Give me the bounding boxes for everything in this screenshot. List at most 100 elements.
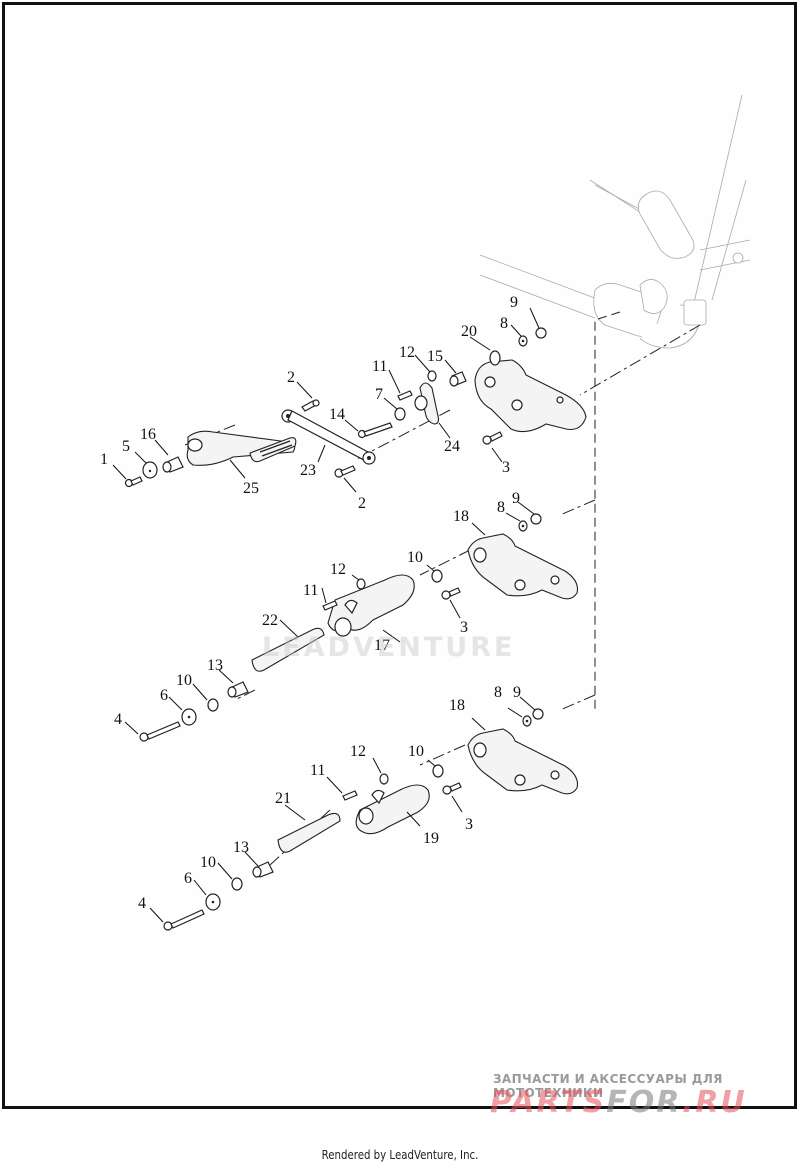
part-19-footboard-mount[interactable] [355,784,430,835]
callout-1[interactable]: 1 [100,451,108,468]
part-1-bolt[interactable] [124,476,143,488]
callout-22[interactable]: 22 [262,612,278,629]
callout-11-bottom[interactable]: 11 [310,762,325,779]
middle-assembly [139,513,579,742]
callout-15[interactable]: 15 [427,348,443,365]
callout-9-bottom[interactable]: 9 [513,684,521,701]
callout-8-middle[interactable]: 8 [497,499,505,516]
callout-labels: 1 5 16 25 2 23 2 14 7 11 12 15 24 20 8 9… [100,294,521,912]
part-12-clip-bottom[interactable] [379,773,389,785]
part-10-oring-middle-right[interactable] [431,569,443,583]
callout-25[interactable]: 25 [243,480,259,497]
callout-16[interactable]: 16 [140,426,156,443]
callout-2-lower[interactable]: 2 [358,495,366,512]
part-8-washer-bottom[interactable] [522,715,532,727]
part-18-bracket-bottom[interactable] [467,728,579,795]
part-2-bolt-upper[interactable] [301,399,320,412]
callout-3-middle[interactable]: 3 [460,619,468,636]
callout-13-middle[interactable]: 13 [207,657,223,674]
alignment-lines [184,311,701,866]
diagram-frame [2,2,797,1109]
callout-8-bottom[interactable]: 8 [494,684,502,701]
part-16-bushing[interactable] [162,456,184,473]
part-17-footpeg-mount[interactable] [327,574,415,637]
callout-23[interactable]: 23 [300,462,316,479]
part-4-bolt-middle[interactable] [139,721,181,742]
callout-7[interactable]: 7 [375,386,383,403]
callout-11-middle[interactable]: 11 [303,582,318,599]
part-23-brake-rod[interactable] [281,409,376,465]
leader-lines [112,307,540,923]
callout-6-bottom[interactable]: 6 [184,870,192,887]
callout-18-middle[interactable]: 18 [453,508,469,525]
part-25-brake-pedal[interactable] [186,430,297,466]
callout-2-upper[interactable]: 2 [287,369,295,386]
part-24-lever[interactable] [414,382,440,425]
partsfor-logo: PARTSFOR.RU [490,1085,747,1120]
part-21-footboard-pad[interactable] [277,812,341,853]
part-8-washer-middle[interactable] [518,520,528,532]
motorcycle-frame-outline [479,94,751,349]
part-11-pin-bottom[interactable] [342,790,358,801]
part-9-nut-bottom[interactable] [532,708,544,720]
part-14-bolt[interactable] [357,422,393,439]
logo-right: .RU [681,1085,747,1120]
part-6-washer-bottom[interactable] [205,893,221,911]
part-13-bushing-bottom[interactable] [252,861,274,878]
part-9-nut[interactable] [535,327,547,339]
callout-11-top[interactable]: 11 [372,358,387,375]
callout-12-middle[interactable]: 12 [330,561,346,578]
part-13-bushing-middle[interactable] [227,681,249,698]
callout-4-middle[interactable]: 4 [114,711,122,728]
logo-left: PARTS [490,1085,607,1120]
part-9-nut-middle[interactable] [530,513,542,525]
callout-5[interactable]: 5 [122,438,130,455]
callout-12-top[interactable]: 12 [399,344,415,361]
part-12-clip-middle[interactable] [356,578,366,590]
callout-24[interactable]: 24 [444,438,460,455]
part-10-oring-bottom-left[interactable] [231,877,243,891]
top-assembly [124,327,587,488]
callout-20[interactable]: 20 [461,323,477,340]
callout-6-middle[interactable]: 6 [160,687,168,704]
part-20-mount-bracket[interactable] [474,350,587,433]
part-11-pin[interactable] [397,390,413,401]
part-10-oring-bottom-right[interactable] [432,764,444,778]
callout-17[interactable]: 17 [374,637,390,654]
callout-10-bottom-left[interactable]: 10 [200,854,216,871]
part-18-bracket-middle[interactable] [467,533,579,600]
leadventure-watermark: LEADVENTURE [262,632,516,663]
callout-14[interactable]: 14 [329,406,345,423]
callout-4-bottom[interactable]: 4 [138,895,146,912]
callout-10-bottom-right[interactable]: 10 [408,743,424,760]
part-11-pin-middle[interactable] [322,600,338,611]
callout-21[interactable]: 21 [275,790,291,807]
part-15-bushing[interactable] [449,371,467,387]
part-5-washer[interactable] [142,461,158,479]
callout-3-top[interactable]: 3 [502,459,510,476]
part-6-washer-middle[interactable] [181,708,197,726]
part-10-oring-middle-left[interactable] [207,698,219,712]
callout-8-top[interactable]: 8 [500,315,508,332]
callout-10-middle-right[interactable]: 10 [407,549,423,566]
callout-13-bottom[interactable]: 13 [233,839,249,856]
part-12-clip[interactable] [427,370,437,382]
part-3-screw-bottom[interactable] [442,782,462,795]
part-4-bolt-bottom[interactable] [163,909,205,931]
part-22-footpeg[interactable] [251,627,325,672]
callout-9-middle[interactable]: 9 [512,490,520,507]
ad-subtitle: ЗАПЧАСТИ И АКСЕССУАРЫ ДЛЯ МОТОТЕХНИКИ [493,1072,723,1100]
callout-12-bottom[interactable]: 12 [350,743,366,760]
callout-18-bottom[interactable]: 18 [449,697,465,714]
part-3-screw-middle[interactable] [441,587,461,600]
callout-3-bottom[interactable]: 3 [465,816,473,833]
part-8-washer[interactable] [518,335,528,347]
callout-9-top[interactable]: 9 [510,294,518,311]
part-2-bolt-lower[interactable] [334,465,356,478]
callout-10-middle-left[interactable]: 10 [176,672,192,689]
part-7-washer[interactable] [394,407,406,421]
part-3-screw[interactable] [482,431,503,445]
bottom-assembly [163,708,579,931]
callout-19[interactable]: 19 [423,830,439,847]
